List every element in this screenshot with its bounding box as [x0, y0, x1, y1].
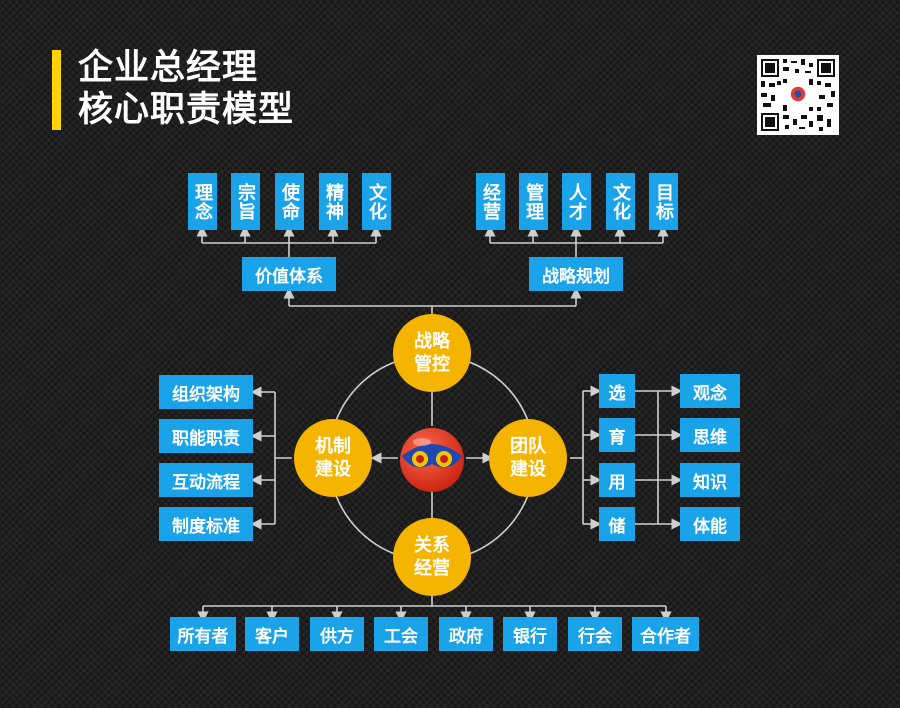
strategy-plan-box: 战略规划 [529, 257, 623, 291]
title-accent-bar [52, 50, 61, 130]
stakeholder-box: 所有者 [170, 617, 236, 651]
stakeholder-box: 政府 [439, 617, 493, 651]
stakeholder-box: 客户 [245, 617, 299, 651]
team-item-box: 观念 [680, 374, 740, 408]
strategy-item-box: 目标 [649, 173, 678, 230]
stakeholder-box: 工会 [374, 617, 428, 651]
center-logo-icon [398, 426, 466, 494]
page-title-line2: 核心职责模型 [78, 90, 295, 130]
strategy-item-box: 经营 [476, 173, 505, 230]
mechanism-item-box: 制度标准 [159, 507, 253, 541]
team-build-node: 团队 建设 [489, 419, 567, 497]
value-item-box: 文化 [362, 173, 391, 230]
value-item-box: 使命 [275, 173, 304, 230]
mechanism-build-node: 机制 建设 [294, 419, 372, 497]
qr-code-icon [757, 55, 839, 135]
strategy-item-box: 管理 [519, 173, 548, 230]
value-system-box: 价值体系 [242, 257, 336, 291]
strategy-item-box: 人才 [562, 173, 591, 230]
mechanism-item-box: 组织架构 [159, 375, 253, 409]
value-item-box: 理念 [188, 173, 217, 230]
stakeholder-box: 供方 [310, 617, 364, 651]
strategy-item-box: 文化 [606, 173, 635, 230]
team-action-box: 育 [599, 418, 635, 452]
team-item-box: 知识 [680, 463, 740, 497]
team-action-box: 储 [599, 507, 635, 541]
team-item-box: 体能 [680, 507, 740, 541]
team-action-box: 选 [599, 374, 635, 408]
stakeholder-box: 银行 [503, 617, 557, 651]
mechanism-item-box: 职能职责 [159, 419, 253, 453]
page-title-line1: 企业总经理 [78, 48, 259, 88]
value-item-box: 宗旨 [231, 173, 260, 230]
stakeholder-box: 合作者 [632, 617, 699, 651]
value-item-box: 精神 [319, 173, 348, 230]
team-action-box: 用 [599, 463, 635, 497]
strategy-control-node: 战略 管控 [393, 314, 471, 392]
stakeholder-box: 行会 [568, 617, 622, 651]
relationship-node: 关系 经营 [393, 518, 471, 596]
mechanism-item-box: 互动流程 [159, 463, 253, 497]
team-item-box: 思维 [680, 418, 740, 452]
